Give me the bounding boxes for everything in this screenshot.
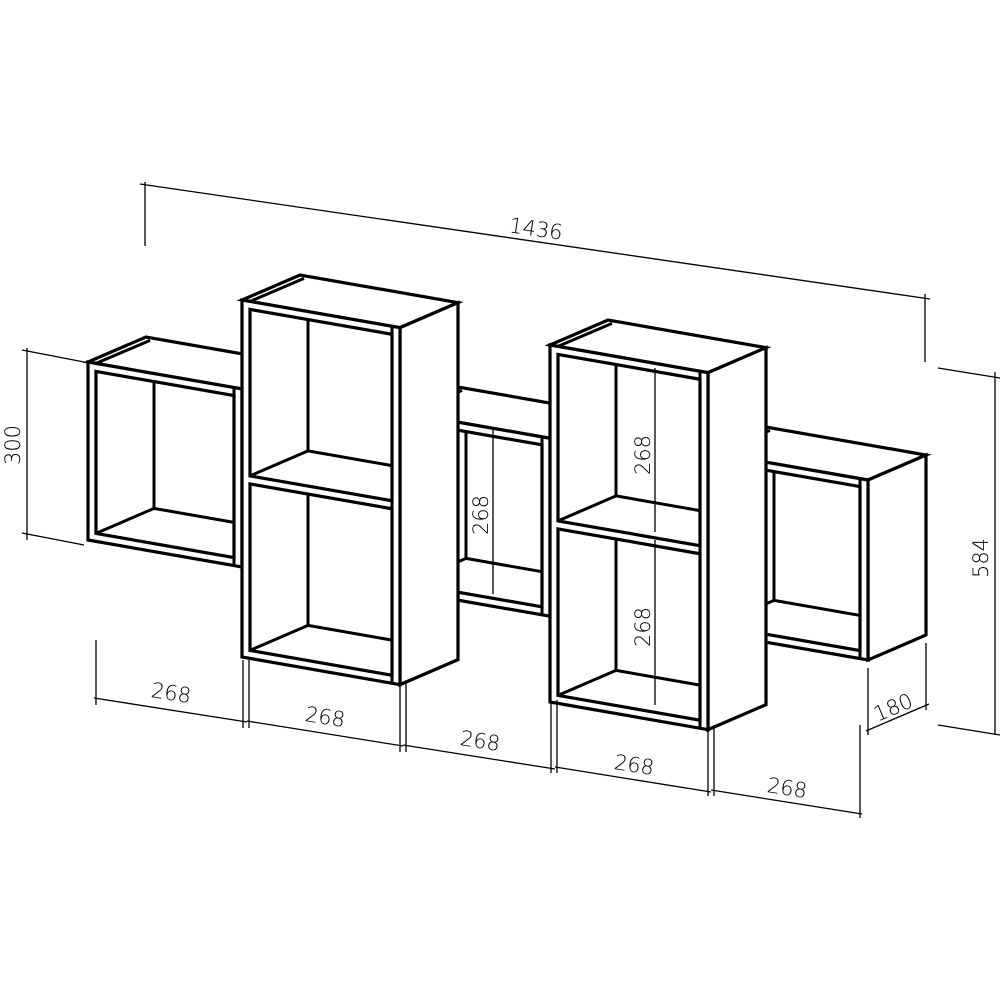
module-width-label-1: 268	[149, 678, 192, 708]
floor-left-edge	[95, 507, 155, 535]
tall-unit-left-top-edge	[249, 277, 305, 303]
depth-label: 180	[870, 689, 916, 727]
left-cube-top-edge	[95, 339, 151, 365]
floor-left-edge	[249, 449, 309, 478]
floor-left-edge	[557, 669, 617, 697]
tall-lower-label: 268	[631, 607, 655, 647]
compartment-opening	[248, 481, 394, 678]
tall-unit-right-top-edge	[557, 322, 613, 348]
total-height-label: 584	[969, 538, 993, 578]
module-width-label-5: 268	[765, 773, 808, 803]
dimension-middle-compartment: 268	[469, 430, 494, 594]
compartment-opening	[556, 352, 702, 548]
dimension-small-height: 300	[1, 348, 85, 546]
module-width-label-3: 268	[458, 726, 501, 756]
dimension-tall-upper: 268	[631, 368, 656, 532]
floor-back-edge	[307, 449, 393, 468]
middle-compartment-label: 268	[469, 495, 493, 535]
floor-left-edge	[557, 494, 617, 523]
small-height-label: 300	[1, 425, 25, 465]
floor-back-edge	[465, 556, 543, 574]
module-width-label-2: 268	[303, 702, 346, 732]
dimension-total-height: 584	[937, 367, 1000, 736]
compartment-opening	[556, 526, 702, 723]
dimension-tall-lower: 268	[631, 540, 656, 705]
floor-back-edge	[307, 623, 393, 642]
floor-back-edge	[615, 494, 701, 513]
module-width-label-4: 268	[612, 750, 655, 780]
compartment-opening	[248, 307, 394, 503]
tall-upper-label: 268	[631, 435, 655, 475]
floor-back-edge	[773, 598, 861, 617]
floor-back-edge	[615, 668, 701, 687]
floor-back-edge	[153, 506, 235, 524]
dimension-depth: 180	[865, 643, 930, 735]
floor-left-edge	[249, 624, 309, 652]
compartment-opening	[94, 369, 236, 560]
total-width-label: 1436	[508, 213, 564, 244]
dimension-total-width: 1436	[139, 182, 931, 362]
dimension-module-widths: 268 268 268 268 268	[93, 640, 863, 818]
